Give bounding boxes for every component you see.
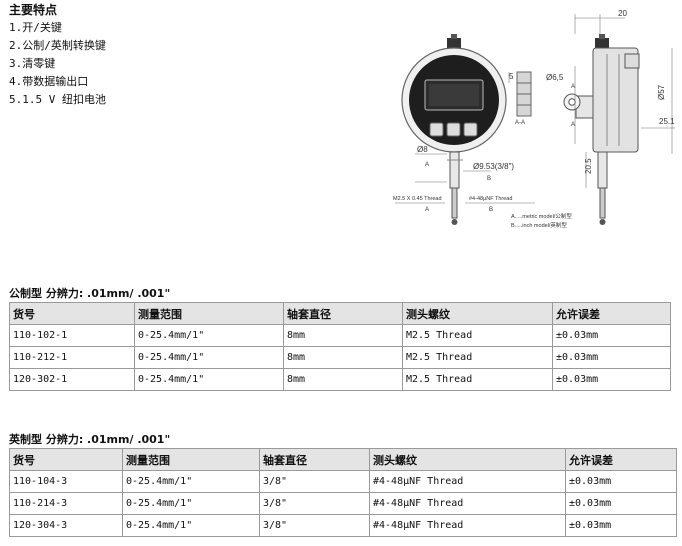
- inch-spec-section: 英制型 分辨力: .01mm/ .001" 货号 测量范围 轴套直径 测头螺纹 …: [9, 432, 677, 537]
- inch-spec-table: 货号 测量范围 轴套直径 测头螺纹 允许误差 110-104-3 0-25.4m…: [9, 448, 677, 537]
- dim-phi57: Ø57: [657, 84, 666, 100]
- header-part-no: 货号: [9, 448, 123, 471]
- inch-caption: 英制型 分辨力: .01mm/ .001": [9, 433, 171, 446]
- cell-range: 0-25.4mm/1": [134, 324, 284, 347]
- label-a: A: [425, 207, 429, 213]
- cell-range: 0-25.4mm/1": [122, 514, 260, 537]
- header-thread: 测头螺纹: [369, 448, 566, 471]
- dim-phi953: Ø9.53(3/8"): [473, 162, 514, 171]
- feature-item: 4.带数据输出口: [9, 75, 89, 88]
- dim-5: 5: [509, 72, 514, 81]
- dim-phi8: Ø8: [417, 145, 428, 154]
- label-a: A: [425, 162, 429, 168]
- cell-thread: M2.5 Thread: [402, 368, 553, 391]
- cell-stem-diameter: 8mm: [283, 324, 403, 347]
- dim-205: 20.5: [584, 158, 593, 174]
- thread-metric: M2.5 X 0.45 Thread: [393, 196, 442, 202]
- cell-range: 0-25.4mm/1": [122, 492, 260, 515]
- header-thread: 测头螺纹: [402, 302, 553, 325]
- cell-part-no: 110-214-3: [9, 492, 123, 515]
- header-stem-diameter: 轴套直径: [283, 302, 403, 325]
- label-a: A: [571, 122, 575, 128]
- features-title: 主要特点: [9, 3, 58, 17]
- section-aa-view: [508, 71, 532, 117]
- header-part-no: 货号: [9, 302, 135, 325]
- note-inch: B.....inch model/英制型: [511, 221, 567, 229]
- cell-range: 0-25.4mm/1": [134, 346, 284, 369]
- label-b: B: [487, 176, 491, 182]
- header-stem-diameter: 轴套直径: [259, 448, 370, 471]
- table-row: 120-302-1 0-25.4mm/1" 8mm M2.5 Thread ±0…: [9, 368, 671, 391]
- cell-part-no: 110-212-1: [9, 346, 135, 369]
- table-row: 120-304-3 0-25.4mm/1" 3/8" #4-48µNF Thre…: [9, 514, 677, 537]
- dim-20: 20: [618, 9, 627, 18]
- table-row: 110-212-1 0-25.4mm/1" 8mm M2.5 Thread ±0…: [9, 346, 671, 369]
- dim-phi65: Ø6,5: [546, 73, 564, 82]
- label-a: A: [571, 84, 575, 90]
- cell-accuracy: ±0.03mm: [552, 368, 671, 391]
- cell-accuracy: ±0.03mm: [565, 514, 677, 537]
- cell-range: 0-25.4mm/1": [134, 368, 284, 391]
- cell-part-no: 110-102-1: [9, 324, 135, 347]
- thread-inch: #4-48µNF Thread: [469, 196, 512, 202]
- note-metric: A.....metric model/公制型: [511, 212, 572, 220]
- feature-item: 3.清零键: [9, 57, 56, 70]
- features-list: 主要特点 1.开/关键 2.公制/英制转换键 3.清零键 4.带数据输出口 5.…: [9, 2, 106, 109]
- metric-spec-table: 货号 测量范围 轴套直径 测头螺纹 允许误差 110-102-1 0-25.4m…: [9, 302, 671, 391]
- cell-accuracy: ±0.03mm: [552, 346, 671, 369]
- header-range: 测量范围: [134, 302, 284, 325]
- cell-accuracy: ±0.03mm: [552, 324, 671, 347]
- table-row: 110-102-1 0-25.4mm/1" 8mm M2.5 Thread ±0…: [9, 324, 671, 347]
- cell-stem-diameter: 8mm: [283, 346, 403, 369]
- table-row: 110-214-3 0-25.4mm/1" 3/8" #4-48µNF Thre…: [9, 492, 677, 515]
- metric-spec-section: 公制型 分辨力: .01mm/ .001" 货号 测量范围 轴套直径 测头螺纹 …: [9, 286, 671, 391]
- gauge-front-view: [401, 34, 507, 225]
- cell-stem-diameter: 3/8": [259, 492, 370, 515]
- label-b: B: [489, 207, 493, 213]
- cell-stem-diameter: 8mm: [283, 368, 403, 391]
- cell-accuracy: ±0.03mm: [565, 470, 677, 493]
- feature-item: 2.公制/英制转换键: [9, 39, 106, 52]
- dial-indicator-drawing: Ø8 A Ø9.53(3/8") B M2.5 X 0.45 Thread A …: [393, 9, 675, 229]
- cell-thread: M2.5 Thread: [402, 346, 553, 369]
- feature-item: 5.1.5 V 纽扣电池: [9, 93, 106, 106]
- cell-thread: #4-48µNF Thread: [369, 470, 566, 493]
- cell-accuracy: ±0.03mm: [565, 492, 677, 515]
- dim-251: 25.1: [659, 117, 675, 126]
- header-range: 测量范围: [122, 448, 260, 471]
- cell-thread: #4-48µNF Thread: [369, 492, 566, 515]
- cell-range: 0-25.4mm/1": [122, 470, 260, 493]
- feature-item: 1.开/关键: [9, 21, 62, 34]
- table-header-row: 货号 测量范围 轴套直径 测头螺纹 允许误差: [9, 302, 671, 325]
- cell-stem-diameter: 3/8": [259, 470, 370, 493]
- table-header-row: 货号 测量范围 轴套直径 测头螺纹 允许误差: [9, 448, 677, 471]
- header-accuracy: 允许误差: [552, 302, 671, 325]
- cell-part-no: 120-302-1: [9, 368, 135, 391]
- cell-stem-diameter: 3/8": [259, 514, 370, 537]
- cell-part-no: 120-304-3: [9, 514, 123, 537]
- gauge-side-view: [563, 34, 640, 225]
- section-aa-label: A-A: [515, 120, 525, 126]
- cell-part-no: 110-104-3: [9, 470, 123, 493]
- header-accuracy: 允许误差: [565, 448, 677, 471]
- cell-thread: M2.5 Thread: [402, 324, 553, 347]
- metric-caption: 公制型 分辨力: .01mm/ .001": [9, 287, 171, 300]
- table-row: 110-104-3 0-25.4mm/1" 3/8" #4-48µNF Thre…: [9, 470, 677, 493]
- cell-thread: #4-48µNF Thread: [369, 514, 566, 537]
